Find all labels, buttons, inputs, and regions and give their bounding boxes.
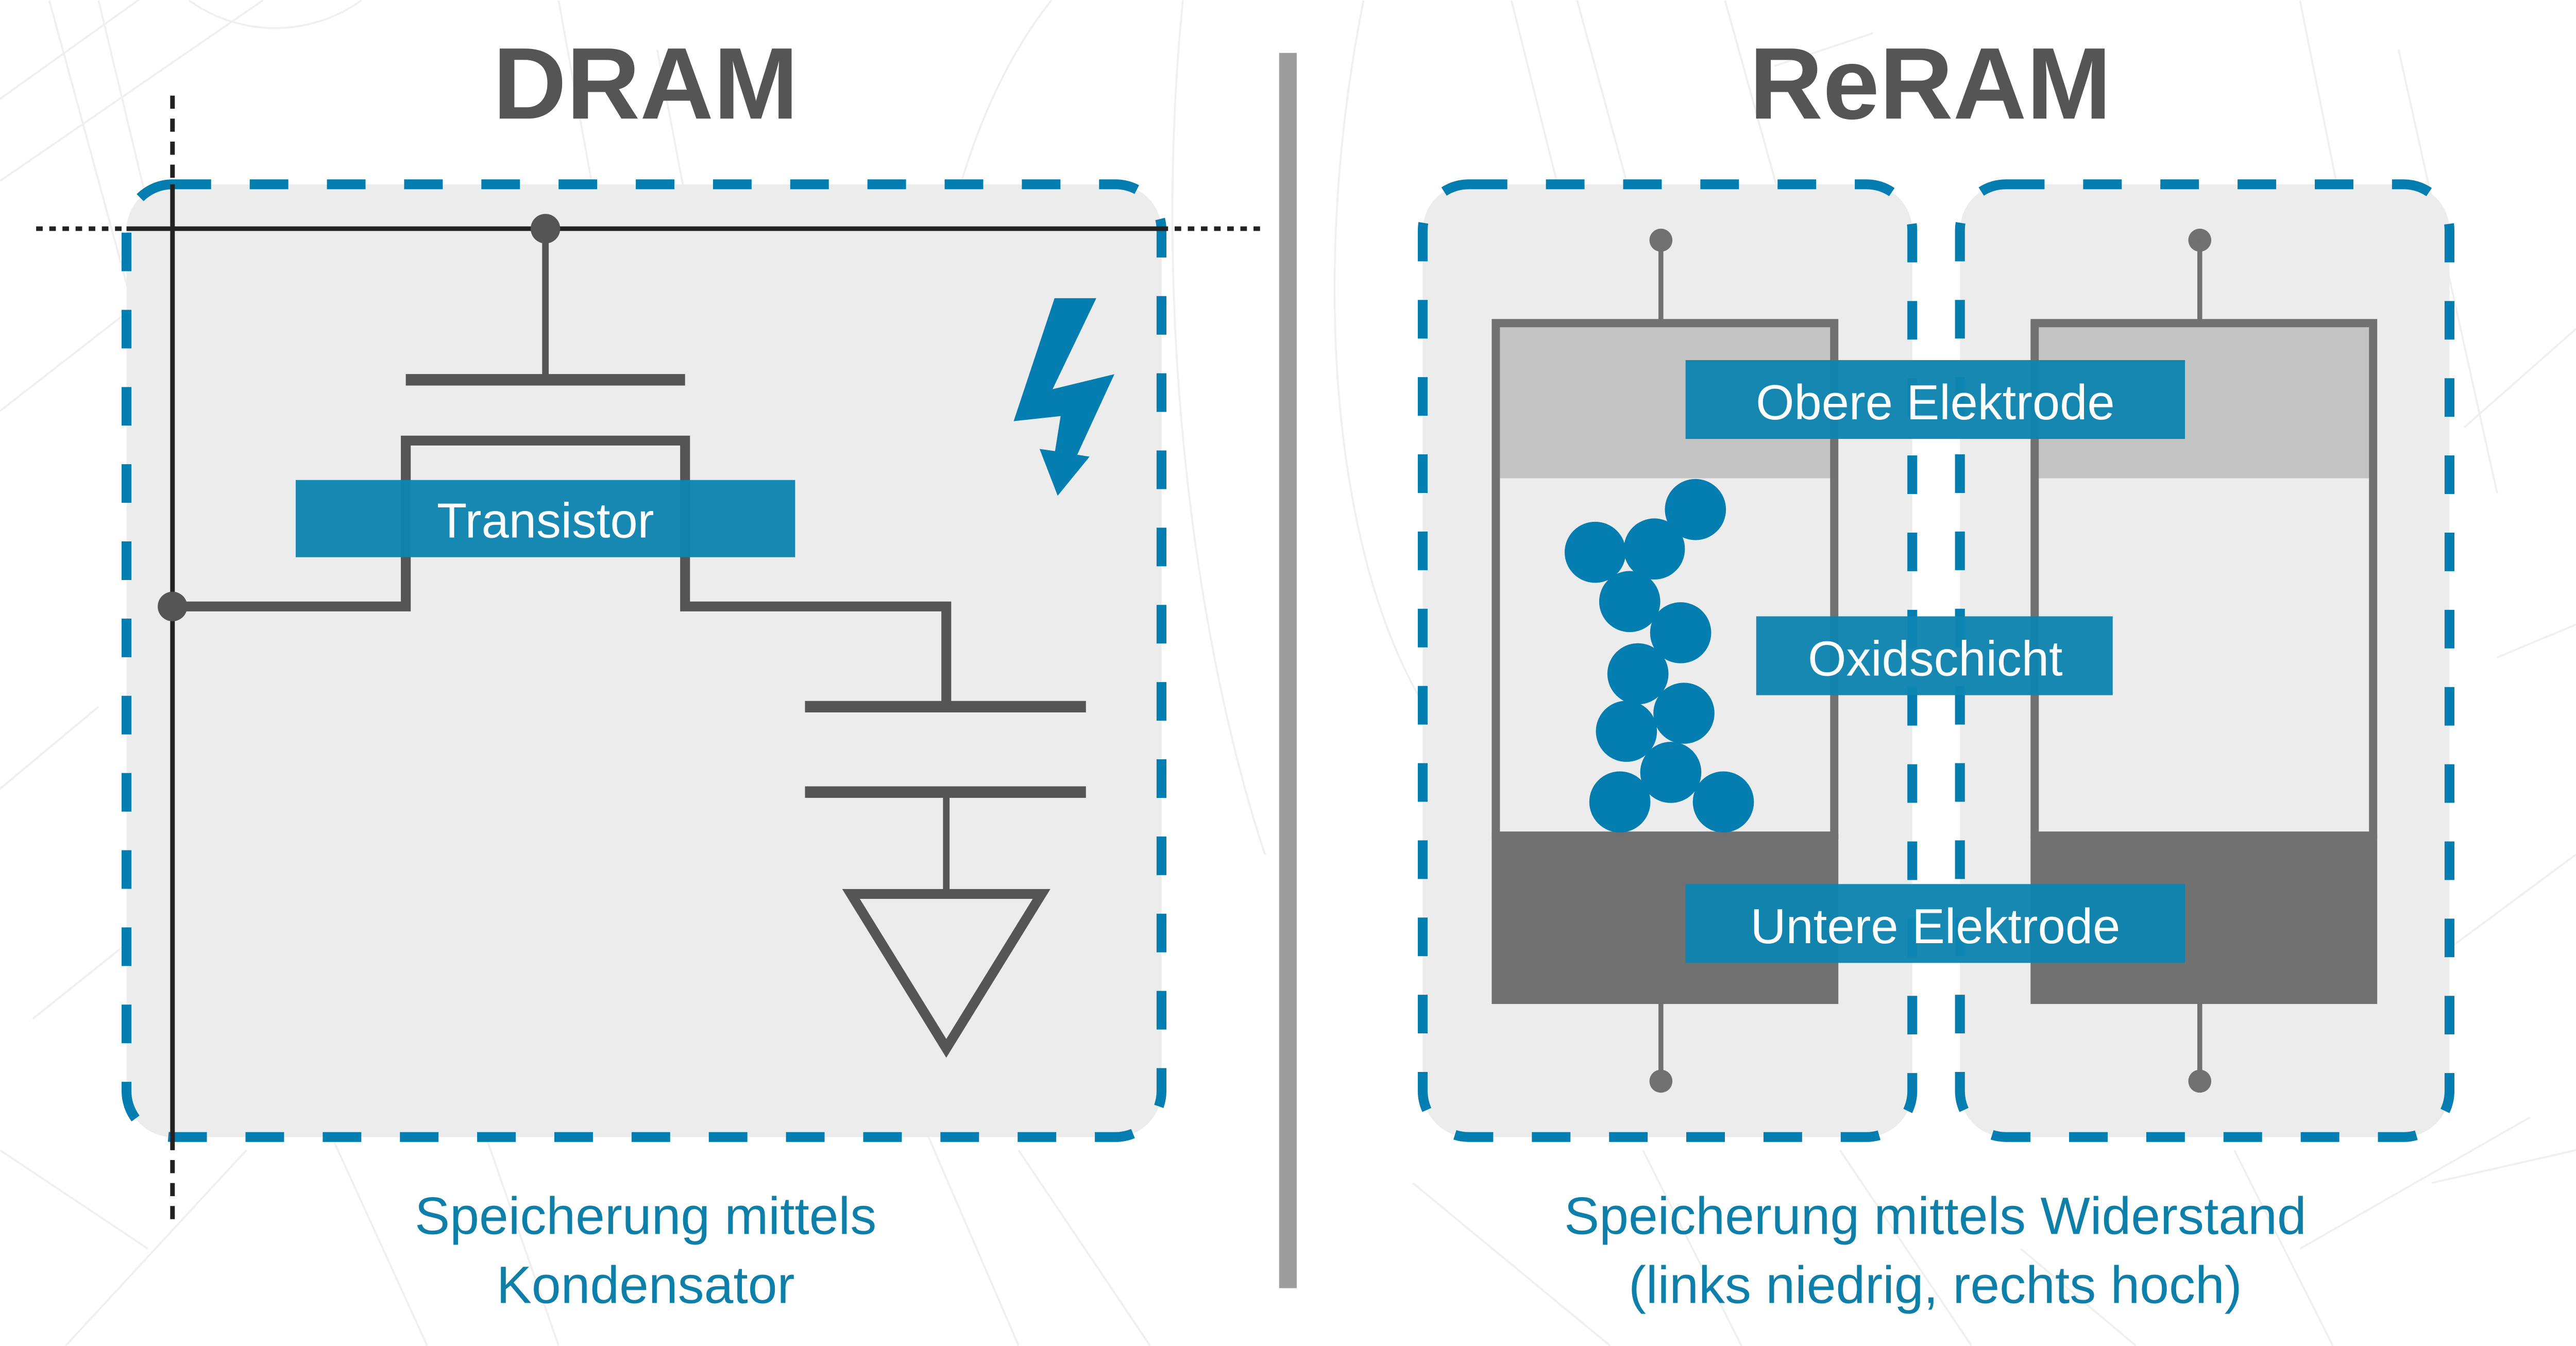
filament-ion [1650,602,1711,663]
filament-ion [1692,771,1754,833]
filament-ion [1640,742,1702,803]
filament-ion [1599,571,1660,633]
conductive-filament [1564,479,1754,833]
filament-ion [1589,771,1651,833]
transistor-channel [172,435,952,707]
left-bottom-terminal-dot [1649,1069,1673,1093]
bit-line-node-dot [158,591,188,622]
lightning-bolt-icon [1013,298,1114,496]
reram-caption-line1: Speicherung mittels Widerstand [1564,1186,2306,1245]
transistor-label-box [295,480,795,557]
bottom-electrode-label-box [1685,884,2185,963]
dram-title: DRAM [493,26,799,140]
top-electrode-label-box [1685,360,2185,439]
filament-ion [1665,479,1726,540]
reram-title: ReRAM [1749,26,2111,140]
reram-caption-line2: (links niedrig, rechts hoch) [1629,1255,2242,1314]
bottom-electrode-label: Untere Elektrode [1750,899,2120,954]
filament-ion [1607,643,1669,705]
transistor-label: Transistor [437,493,654,548]
top-electrode-label: Obere Elektrode [1756,375,2115,430]
dram-caption-line2: Kondensator [497,1255,795,1314]
center-divider [1279,53,1297,1288]
filament-ion [1564,521,1626,583]
filament-ion [1596,701,1657,762]
dram-caption-line1: Speicherung mittels [415,1186,876,1245]
filament-ion [1623,518,1685,580]
oxide-label: Oxidschicht [1808,631,2062,686]
filament-ion [1653,683,1715,744]
right-bottom-terminal-dot [2188,1069,2212,1093]
ground-symbol-icon [842,889,1050,1058]
dram-panel [121,179,1167,1142]
oxide-label-box [1756,616,2113,695]
reram-section: ReRAM Obere Elektrod [1417,26,2455,1314]
dram-section: DRAM Transistor Speicherung mittels Kond… [36,26,1262,1314]
